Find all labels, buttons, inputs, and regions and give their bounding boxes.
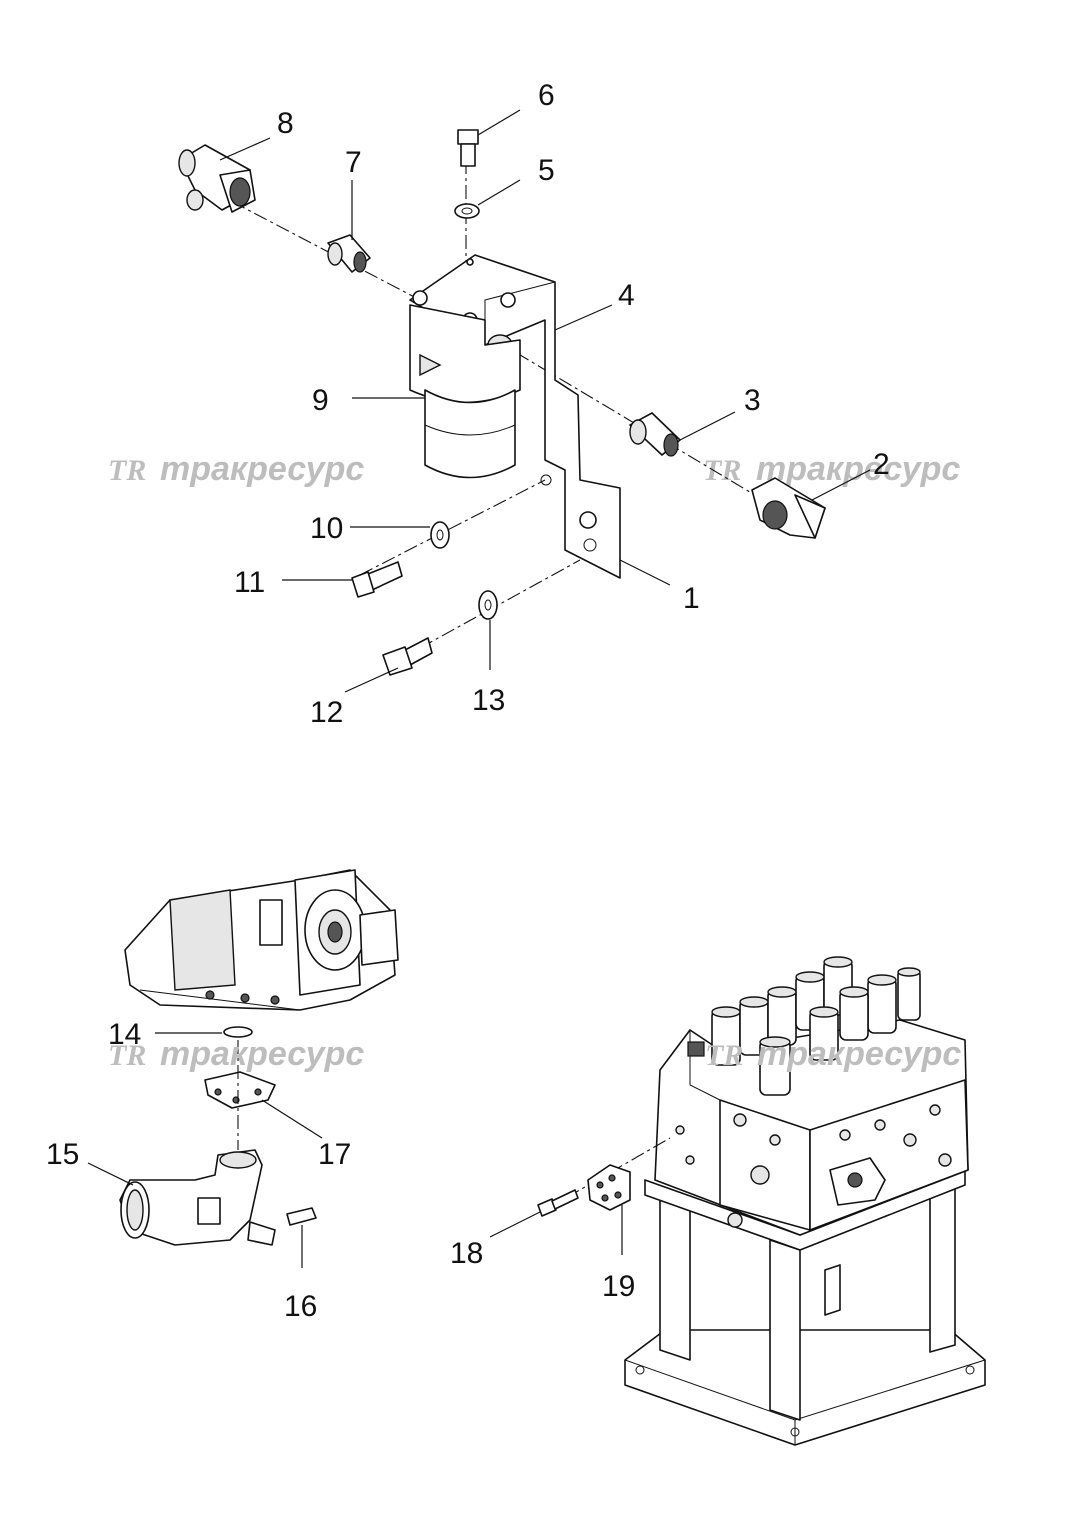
callout-10: 10 bbox=[310, 512, 343, 545]
callout-5: 5 bbox=[538, 154, 555, 187]
part-3-adapter bbox=[629, 412, 681, 457]
control-valve-stand bbox=[624, 1169, 986, 1446]
callout-2: 2 bbox=[873, 448, 890, 481]
part-5-washer bbox=[454, 203, 480, 219]
callout-13: 13 bbox=[472, 684, 505, 717]
callout-3: 3 bbox=[744, 384, 761, 417]
callout-8: 8 bbox=[277, 107, 294, 140]
leader-lines-lower-left bbox=[87, 1032, 323, 1268]
hydraulic-pump bbox=[124, 869, 399, 1011]
leader-lines-lower-right bbox=[489, 1205, 623, 1255]
watermark-text: тракресурс bbox=[160, 450, 364, 488]
leader-lines-upper bbox=[219, 109, 871, 693]
part-18-bolt bbox=[537, 1189, 579, 1217]
watermark-3: TR тракресурс bbox=[108, 1035, 364, 1073]
callout-12: 12 bbox=[310, 696, 343, 729]
watermark-logo: TR bbox=[703, 454, 741, 487]
watermark-1: TR тракресурс bbox=[108, 450, 364, 488]
watermark-text: тракресурс bbox=[756, 450, 960, 488]
callout-1: 1 bbox=[683, 582, 700, 615]
callout-14: 14 bbox=[108, 1018, 141, 1051]
callout-17: 17 bbox=[318, 1138, 351, 1171]
part-17-flange-plate bbox=[204, 1071, 276, 1109]
watermark-4: TR тракресурс bbox=[705, 1035, 961, 1073]
callout-16: 16 bbox=[284, 1290, 317, 1323]
part-10-washer bbox=[430, 521, 450, 549]
callout-19: 19 bbox=[602, 1270, 635, 1303]
part-16-pin bbox=[286, 1207, 317, 1226]
part-2-elbow-fitting bbox=[751, 477, 826, 539]
callout-6: 6 bbox=[538, 79, 555, 112]
part-6-bolt bbox=[457, 129, 479, 167]
part-7-adapter bbox=[327, 234, 371, 273]
axis-line bbox=[359, 479, 546, 576]
callout-labels: 1 2 3 4 5 6 7 8 9 10 11 12 13 14 15 16 1… bbox=[46, 79, 890, 1323]
callout-7: 7 bbox=[345, 146, 362, 179]
callout-18: 18 bbox=[450, 1237, 483, 1270]
axis-line bbox=[544, 1137, 671, 1211]
watermark-logo: TR bbox=[705, 1039, 743, 1072]
part-14-o-ring bbox=[223, 1026, 253, 1038]
part-15-suction-elbow bbox=[119, 1149, 276, 1246]
axis-line bbox=[209, 189, 421, 301]
part-8-tee-fitting bbox=[178, 144, 256, 213]
control-valve-solenoids bbox=[687, 956, 921, 1096]
axis-line bbox=[494, 339, 781, 511]
part-13-washer bbox=[478, 590, 498, 620]
watermark-logo: TR bbox=[108, 454, 146, 487]
watermark-logo: TR bbox=[108, 1039, 146, 1072]
watermark-2: TR тракресурс bbox=[703, 450, 960, 488]
callout-4: 4 bbox=[618, 279, 635, 312]
part-11-bolt bbox=[351, 561, 403, 598]
watermark-text: тракресурс bbox=[757, 1035, 961, 1073]
callout-15: 15 bbox=[46, 1138, 79, 1171]
watermark-text: тракресурс bbox=[160, 1035, 364, 1073]
callout-9: 9 bbox=[312, 384, 329, 417]
axis-line bbox=[419, 559, 581, 649]
control-valve-body bbox=[654, 1019, 969, 1236]
part-12-bolt bbox=[382, 637, 433, 676]
part-9-filter bbox=[409, 304, 521, 479]
callout-11: 11 bbox=[234, 566, 265, 599]
part-19-flange bbox=[587, 1164, 631, 1211]
